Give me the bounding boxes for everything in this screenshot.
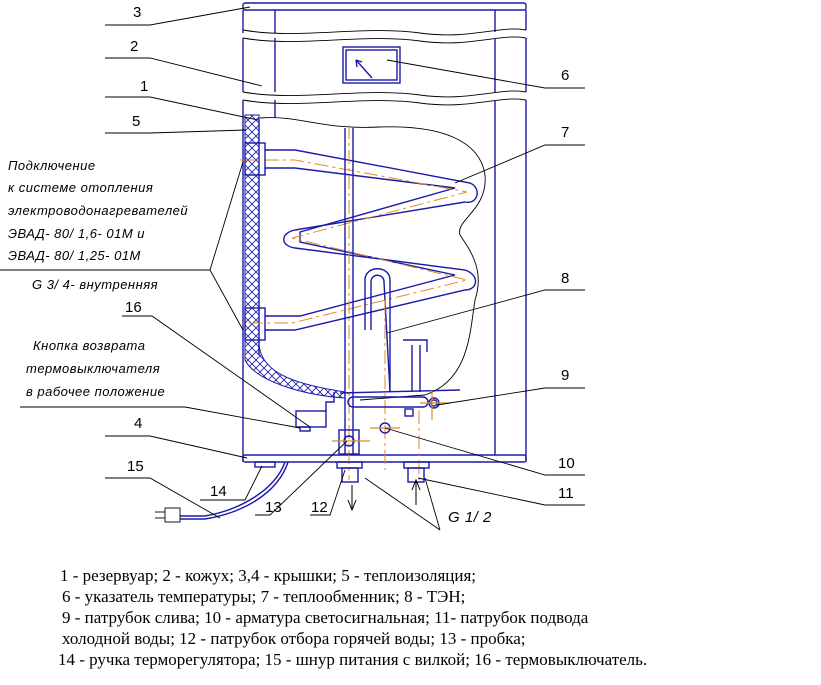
cold-water-inlet-pipe xyxy=(403,461,430,469)
heating-element xyxy=(295,125,461,480)
plug xyxy=(338,429,360,455)
tank-outline xyxy=(259,117,486,401)
thermal-switch xyxy=(295,410,327,428)
thermostat-knob xyxy=(254,461,276,468)
note-reset-line-1: термовыключателя xyxy=(26,361,160,376)
leader-lines xyxy=(0,6,585,531)
callout-10: 10 xyxy=(558,455,575,472)
temperature-gauge xyxy=(342,46,401,84)
callout-8: 8 xyxy=(561,270,569,287)
top-cover xyxy=(242,2,527,11)
callout-7: 7 xyxy=(561,124,569,141)
callout-1: 1 xyxy=(140,78,148,95)
power-plug xyxy=(164,507,181,523)
note-reset-line-0: Кнопка возврата xyxy=(33,338,145,353)
callout-13: 13 xyxy=(265,499,282,516)
callout-6: 6 xyxy=(561,67,569,84)
callout-4: 4 xyxy=(134,415,142,432)
legend-line: 6 - указатель температуры; 7 - теплообме… xyxy=(62,587,466,606)
callout-5: 5 xyxy=(132,113,140,130)
callout-15: 15 xyxy=(127,458,144,475)
callout-3: 3 xyxy=(133,4,141,21)
note-heating-line-4: ЭВАД- 80/ 1,25- 01М xyxy=(8,248,141,263)
legend-line: 9 - патрубок слива; 10 - арматура светос… xyxy=(62,608,589,627)
legend-line: 14 - ручка терморегулятора; 15 - шнур пи… xyxy=(58,650,648,669)
callout-11: 11 xyxy=(558,485,574,502)
callout-16: 16 xyxy=(125,299,142,316)
thread-g-half: G 1/ 2 xyxy=(448,509,492,526)
callout-12: 12 xyxy=(311,499,328,516)
callout-9: 9 xyxy=(561,367,569,384)
heat-exchanger-coil xyxy=(240,142,478,341)
parts-legend: 1 - резервуар; 2 - кожух; 3,4 - крышки; … xyxy=(52,565,647,670)
power-cord xyxy=(180,461,289,520)
thermal-insulation xyxy=(244,114,346,399)
note-reset-line-2: в рабочее положение xyxy=(26,384,165,399)
water-heater-diagram: 3 2 1 5 6 7 8 9 10 11 4 15 14 13 12 16 G… xyxy=(0,2,585,531)
note-heating-line-2: электроводонагревателей xyxy=(8,203,188,218)
note-thread-internal: G 3/ 4- внутренняя xyxy=(32,277,158,292)
legend-line: 1 - резервуар; 2 - кожух; 3,4 - крышки; … xyxy=(60,566,477,585)
note-heating-line-1: к системе отопления xyxy=(8,180,153,195)
callout-14: 14 xyxy=(210,483,227,500)
callout-2: 2 xyxy=(130,38,138,55)
legend-line: холодной воды; 12 - патрубок отбора горя… xyxy=(62,629,526,648)
note-heating-line-3: ЭВАД- 80/ 1,6- 01М и xyxy=(8,226,145,241)
note-heating-line-0: Подключение xyxy=(8,158,96,173)
